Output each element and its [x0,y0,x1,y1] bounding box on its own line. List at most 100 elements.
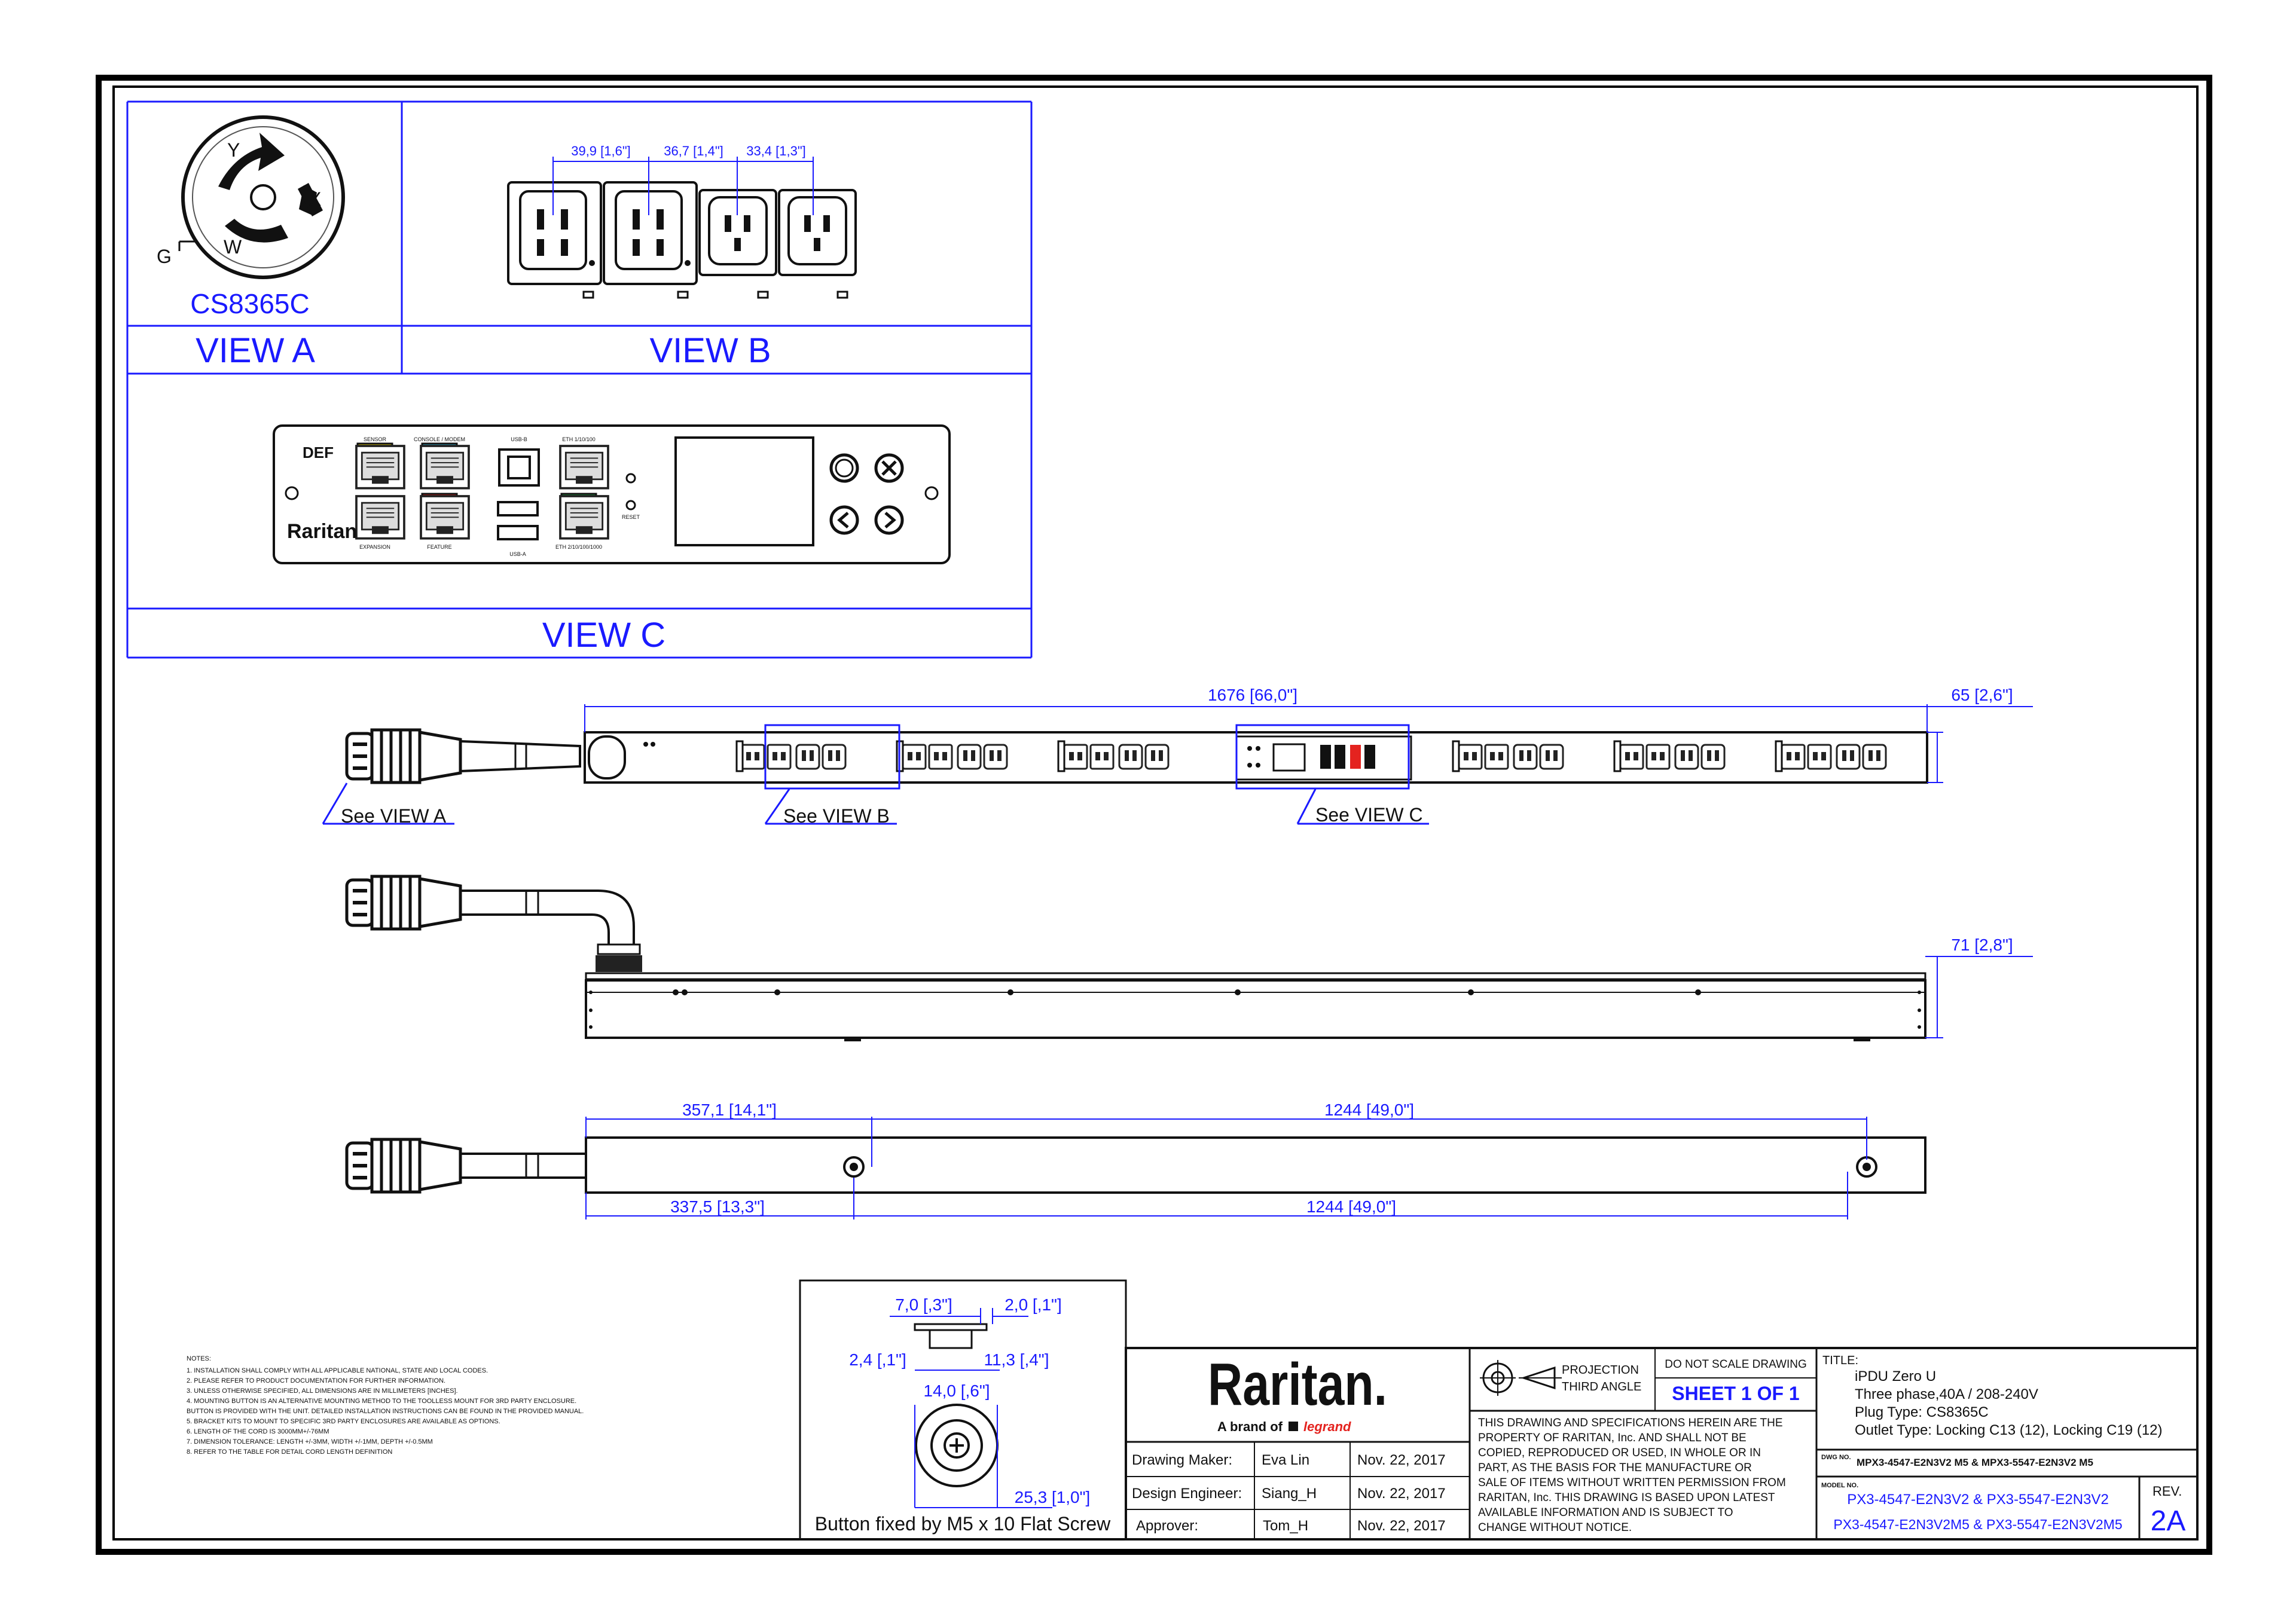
note-item: 7. DIMENSION TOLERANCE: LENGTH +/-3MM, W… [187,1438,433,1445]
panel-brand: Raritan [287,520,357,543]
pin-g-label: G [157,246,172,267]
no-scale-label: DO NOT SCALE DRAWING [1665,1358,1807,1371]
dwg-number: MPX3-4547-E2N3V2 M5 & MPX3-5547-E2N3V2 M… [1857,1457,2093,1468]
left-arrow-button-icon [829,505,859,535]
dim-hole1-top: 357,1 [14,1"] [682,1101,777,1119]
outlet-faces-view-b [507,157,857,299]
button-detail-caption: Button fixed by M5 x 10 Flat Screw [815,1513,1111,1535]
button-dim-1: 7,0 [,3"] [895,1295,952,1314]
pin-x-label: X [309,188,321,210]
role-drawing-maker: Drawing Maker: [1132,1452,1232,1468]
note-item: 6. LENGTH OF THE CORD IS 3000MM+/-76MM [187,1428,329,1435]
title-block [1125,1347,2199,1541]
note-item: 8. REFER TO THE TABLE FOR DETAIL CORD LE… [187,1448,392,1456]
projection-line-1: PROJECTION [1562,1364,1639,1377]
outer-frame [96,75,2212,1555]
dim-length: 1676 [66,0"] [1208,686,1297,704]
dwg-label: DWG NO. [1821,1454,1851,1461]
title-line: Outlet Type: Locking C13 (12), Locking C… [1855,1422,2163,1438]
port-label-sensor: SENSOR [364,436,387,442]
dim-hole-span-top: 1244 [49,0"] [1324,1101,1414,1119]
note-item: 3. UNLESS OTHERWISE SPECIFIED, ALL DIMEN… [187,1387,458,1395]
pdu-front-view [322,704,2033,825]
port-label-console: CONSOLE / MODEM [414,436,465,442]
view-a-title: VIEW A [196,331,315,370]
role-approver: Approver: [1136,1518,1198,1534]
title-label: TITLE: [1822,1354,1858,1367]
title-line: iPDU Zero U [1855,1368,1936,1384]
view-b-dim-3: 33,4 [1,3"] [746,143,806,158]
button-dim-2: 2,0 [,1"] [1004,1295,1062,1314]
disclaimer-line: THIS DRAWING AND SPECIFICATIONS HEREIN A… [1478,1417,1783,1429]
model-label: MODEL NO. [1821,1482,1858,1489]
right-arrow-button-icon [874,505,904,535]
port-label-eth2: ETH 2/10/100/1000 [555,544,602,550]
rev-value: 2A [2151,1505,2186,1537]
disclaimer-line: CHANGE WITHOUT NOTICE. [1478,1521,1632,1534]
disclaimer-line: RARITAN, Inc. THIS DRAWING IS BASED UPON… [1478,1491,1775,1504]
parent-brand-mark [1289,1422,1298,1431]
port-label-eth1: ETH 1/10/100 [562,436,596,442]
pdu-side-view [347,876,2033,1041]
name-design-engineer: Siang_H [1262,1486,1317,1502]
controller-panel-view-c [273,424,951,564]
sheet-number: SHEET 1 OF 1 [1672,1383,1799,1404]
port-label-usb-b: USB-B [511,436,527,442]
note-item: 4. MOUNTING BUTTON IS AN ALTERNATIVE MOU… [187,1398,576,1405]
dim-width: 65 [2,6"] [1951,686,2013,704]
notes-heading: NOTES: [187,1355,211,1362]
note-item: 1. INSTALLATION SHALL COMPLY WITH ALL AP… [187,1367,488,1374]
view-b-title: VIEW B [649,331,771,370]
button-dim-6: 25,3 [1,0"] [1015,1488,1091,1506]
port-label-expansion: EXPANSION [359,544,390,550]
parent-brand: legrand [1303,1419,1351,1434]
pin-y-label: Y [227,139,240,161]
disclaimer-line: PART, AS THE BASIS FOR THE MANUFACTURE O… [1478,1462,1752,1474]
date-design-engineer: Nov. 22, 2017 [1357,1486,1446,1502]
model-number-line-1: PX3-4547-E2N3V2 & PX3-5547-E2N3V2 [1847,1491,2109,1508]
projection-line-2: THIRD ANGLE [1562,1380,1641,1393]
button-dim-5: 14,0 [,6"] [923,1381,990,1400]
port-label-feature: FEATURE [427,544,451,550]
note-item: 5. BRACKET KITS TO MOUNT TO SPECIFIC 3RD… [187,1418,500,1425]
callout-see-view-c: See VIEW C [1315,804,1423,826]
pin-w-label: W [224,236,242,258]
button-dim-3: 2,4 [,1"] [849,1350,906,1369]
disclaimer-line: SALE OF ITEMS WITHOUT WRITTEN PERMISSION… [1478,1477,1786,1489]
title-line: Three phase,40A / 208-240V [1855,1386,2038,1402]
name-drawing-maker: Eva Lin [1262,1452,1309,1468]
disclaimer-line: PROPERTY OF RARITAN, Inc. AND SHALL NOT … [1478,1432,1747,1444]
notes-block: NOTES: 1. INSTALLATION SHALL COMPLY WITH… [187,1355,584,1456]
view-table [126,100,1033,659]
date-drawing-maker: Nov. 22, 2017 [1357,1452,1446,1468]
disclaimer-line: AVAILABLE INFORMATION AND IS SUBJECT TO [1478,1506,1733,1519]
title-line: Plug Type: CS8365C [1855,1404,1989,1420]
note-item: 2. PLEASE REFER TO PRODUCT DOCUMENTATION… [187,1377,445,1384]
button-detail [799,1279,1127,1541]
dim-hole-span-bottom: 1244 [49,0"] [1306,1197,1396,1216]
name-approver: Tom_H [1263,1518,1308,1534]
port-label-usb-a: USB-A [509,551,526,557]
company-tagline: A brand of [1217,1419,1283,1434]
view-b-dim-1: 39,9 [1,6"] [571,143,631,158]
button-dim-4: 11,3 [,4"] [984,1350,1049,1369]
rev-label: REV. [2152,1484,2182,1499]
company-logo: Raritan. [1208,1351,1387,1418]
role-design-engineer: Design Engineer: [1132,1486,1242,1502]
callout-see-view-b: See VIEW B [783,805,890,827]
callout-see-view-a: See VIEW A [341,805,447,827]
date-approver: Nov. 22, 2017 [1357,1518,1446,1534]
plug-model-label: CS8365C [190,288,309,319]
view-b-dim-2: 36,7 [1,4"] [664,143,723,158]
model-number-line-2: PX3-4547-E2N3V2M5 & PX3-5547-E2N3V2M5 [1833,1517,2122,1532]
disclaimer-block: THIS DRAWING AND SPECIFICATIONS HEREIN A… [1478,1417,1786,1534]
pdu-back-view [347,1117,1926,1219]
port-label-reset: RESET [622,514,640,520]
note-item: BUTTON IS PROVIDED WITH THE UNIT. DETAIL… [187,1408,584,1415]
panel-logo-mark: DEF [303,444,334,461]
view-c-title: VIEW C [542,616,665,655]
disclaimer-line: COPIED, REPRODUCED OR USED, IN WHOLE OR … [1478,1447,1761,1459]
plug-face-view-a: Y X W G [157,115,345,279]
dim-hole1-bottom: 337,5 [13,3"] [670,1197,765,1216]
